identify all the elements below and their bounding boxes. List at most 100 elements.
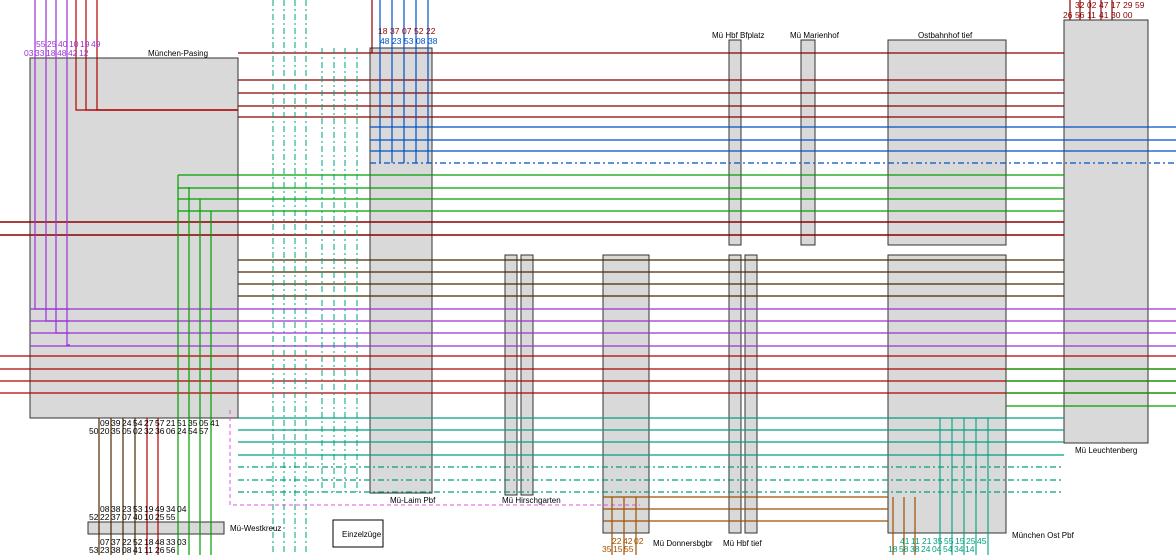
time-label: 55 — [624, 544, 634, 554]
time-label: 40 — [133, 512, 143, 522]
time-label: 14 — [965, 544, 975, 554]
time-label: 24 — [177, 426, 187, 436]
time-label: 24 — [122, 418, 132, 428]
time-label: 52 — [89, 512, 99, 522]
station-boxes — [29, 19, 1149, 535]
station-box-hirschgarten-a — [504, 254, 518, 496]
time-label: 21 — [922, 536, 932, 546]
station-box-leuchtenberg — [1063, 19, 1149, 444]
purple-branch — [55, 0, 70, 334]
time-label: 50 — [89, 426, 99, 436]
station-labels: München-Pasing Mü-Laim Pbf Mü Hirschgart… — [148, 31, 1137, 548]
time-label: 23 — [122, 504, 132, 514]
time-label: 25 — [966, 536, 976, 546]
time-label: 25 — [155, 512, 165, 522]
station-label-bfplatz: Mü Hbf Bfplatz — [712, 31, 764, 40]
time-label: 38 — [910, 544, 920, 554]
time-label: 05 — [122, 426, 132, 436]
station-box-ostbahnhof-tief — [887, 39, 1007, 246]
time-label: 03 — [24, 48, 34, 58]
time-label: 48 — [57, 48, 67, 58]
time-label: 32 — [144, 426, 154, 436]
time-label: 18 — [46, 48, 56, 58]
time-label: 22 — [122, 537, 132, 547]
time-label: 56 — [1075, 10, 1085, 20]
station-box-westkreuz — [87, 521, 225, 535]
time-label: 07 — [100, 537, 110, 547]
time-label: 21 — [166, 418, 176, 428]
time-label: 41 — [1099, 10, 1109, 20]
time-label: 25 — [47, 39, 57, 49]
station-label-westkreuz: Mü-Westkreuz — [230, 524, 281, 533]
time-label: 37 — [111, 512, 121, 522]
time-label: 38 — [111, 545, 121, 555]
station-box-hbf-tief-b — [744, 254, 758, 534]
time-label: 35 — [188, 418, 198, 428]
time-label: 12 — [79, 48, 89, 58]
time-label: 26 — [1063, 10, 1073, 20]
time-label: 52 — [133, 537, 143, 547]
time-label: 53 — [133, 504, 143, 514]
time-label: 54 — [943, 544, 953, 554]
time-label: 07 — [122, 512, 132, 522]
time-label: 20 — [100, 426, 110, 436]
time-label: 11 — [1087, 10, 1096, 20]
time-label: 19 — [80, 39, 90, 49]
time-label: 18 — [378, 26, 388, 36]
station-label-marienhof: Mü Marienhof — [790, 31, 840, 40]
station-label-ost-pbf: München Ost Pbf — [1012, 531, 1075, 540]
time-label: 36 — [155, 426, 165, 436]
time-label: 08 — [100, 504, 110, 514]
time-label: 55 — [36, 39, 46, 49]
station-box-marienhof — [800, 39, 816, 246]
time-label: 22 — [426, 26, 436, 36]
time-label: 02 — [1087, 0, 1097, 10]
time-label: 39 — [111, 418, 121, 428]
time-label: 48 — [155, 537, 165, 547]
time-label: 04 — [177, 504, 187, 514]
legend-box — [332, 519, 384, 548]
time-label: 17 — [1111, 0, 1121, 10]
time-label: 08 — [122, 545, 132, 555]
time-label: 30 — [1111, 10, 1121, 20]
time-label: 02 — [133, 426, 143, 436]
time-label: 37 — [390, 26, 400, 36]
time-label: 57 — [155, 418, 165, 428]
time-label: 07 — [402, 26, 412, 36]
time-label: 54 — [133, 418, 143, 428]
time-label: 51 — [177, 418, 187, 428]
time-label: 59 — [1135, 0, 1145, 10]
station-box-laim — [369, 47, 433, 494]
time-label: 35 — [933, 536, 943, 546]
time-label: 38 — [111, 504, 121, 514]
time-label: 47 — [1099, 0, 1109, 10]
time-label: 06 — [166, 426, 176, 436]
time-label: 33 — [166, 537, 176, 547]
station-label-hbf-tief: Mü Hbf tief — [723, 539, 762, 548]
time-label: 10 — [69, 39, 79, 49]
time-label: 03 — [177, 537, 187, 547]
red-branch — [96, 0, 238, 111]
time-label: 33 — [35, 48, 45, 58]
time-label: 15 — [613, 544, 623, 554]
time-label: 55 — [944, 536, 954, 546]
station-label-leuchtenberg: Mü Leuchtenberg — [1075, 446, 1137, 455]
legend-einzelzuege: Einzelzüge — [342, 530, 382, 539]
station-box-donnersbgbr — [602, 254, 650, 534]
time-label: 04 — [932, 544, 942, 554]
time-label: 19 — [144, 504, 154, 514]
time-label: 41 — [900, 536, 910, 546]
time-label: 09 — [100, 418, 110, 428]
time-label: 40 — [58, 39, 68, 49]
time-label: 56 — [166, 545, 176, 555]
time-label: 52 — [414, 26, 424, 36]
time-label: 27 — [144, 418, 154, 428]
station-box-hirschgarten-b — [520, 254, 534, 496]
time-label: 18 — [888, 544, 898, 554]
purple-branch — [66, 0, 70, 346]
station-label-ostbahnhof: Ostbahnhof tief — [918, 31, 973, 40]
